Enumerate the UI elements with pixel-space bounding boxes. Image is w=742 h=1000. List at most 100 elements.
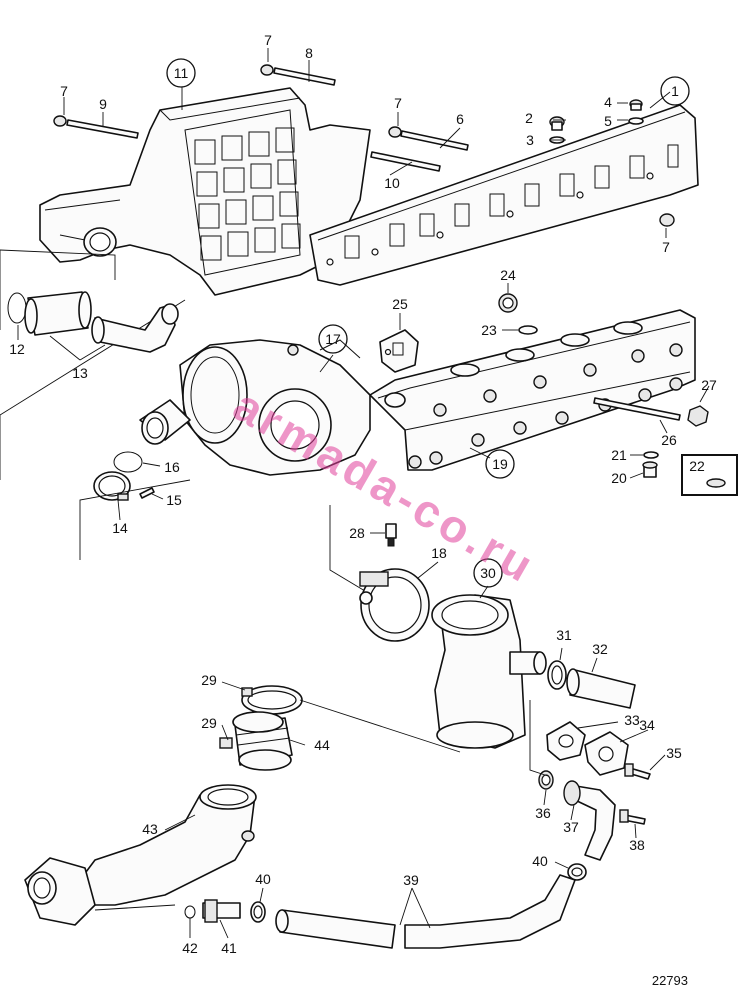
v-clamp-14	[93, 471, 131, 501]
gasket-33	[546, 721, 586, 761]
callout-35-label: 35	[666, 745, 682, 761]
turbocharger-17	[139, 339, 371, 476]
callout-42-label: 42	[182, 940, 198, 956]
flange-34	[584, 731, 629, 776]
exhaust-side-flange-1	[309, 104, 699, 286]
callout-37-label: 37	[563, 819, 579, 835]
callout-7b-label: 7	[264, 32, 272, 48]
pipe-bend-37	[563, 780, 616, 861]
sealing-ring-23	[518, 325, 538, 335]
leader-lines	[17, 48, 710, 939]
nut-7c	[388, 126, 402, 138]
callout-28-label: 28	[349, 525, 365, 541]
callout-7d-label: 7	[662, 239, 670, 255]
callout-17-label: 17	[325, 331, 341, 347]
exhaust-pipe-43	[24, 784, 257, 926]
bellows-44	[232, 711, 293, 771]
clamp-40b	[567, 863, 587, 881]
callout-41-label: 41	[221, 940, 237, 956]
plug-4	[629, 99, 643, 111]
callout-33-label: 33	[624, 712, 640, 728]
callout-29b-label: 29	[201, 715, 217, 731]
figure-number: 22793	[652, 973, 688, 988]
intake-manifold-11	[39, 87, 371, 296]
callout-4-label: 4	[604, 94, 612, 110]
exhaust-manifold-19	[369, 309, 696, 471]
callout-38-label: 38	[629, 837, 645, 853]
stud-6	[400, 130, 469, 151]
callout-21-label: 21	[611, 447, 627, 463]
circle-1	[660, 76, 690, 106]
detail-box-22	[681, 454, 738, 496]
bolt-35	[624, 763, 651, 780]
sleeve-13a	[24, 291, 92, 336]
clamp-29a	[241, 685, 303, 715]
callout-23-label: 23	[481, 322, 497, 338]
washer-21	[643, 451, 659, 459]
o-ring-42	[184, 905, 196, 919]
callout-9-label: 9	[99, 96, 107, 112]
callout-11-label: 11	[174, 65, 189, 81]
callout-10-label: 10	[384, 175, 400, 191]
nut-7d	[659, 213, 675, 227]
callout-7c-label: 7	[394, 95, 402, 111]
stud-9	[66, 119, 139, 139]
washer-5	[628, 117, 644, 125]
callout-13-label: 13	[72, 365, 88, 381]
callout-43-label: 43	[142, 821, 158, 837]
plug-2	[549, 116, 565, 131]
hose-39	[275, 874, 576, 949]
callout-22-label: 22	[689, 458, 705, 474]
callout-6-label: 6	[456, 111, 464, 127]
callout-34-label: 34	[639, 717, 655, 733]
callout-30-label: 30	[480, 565, 496, 581]
stud-8	[273, 67, 336, 86]
o-ring-36	[538, 770, 554, 790]
hose-clamp-31	[547, 660, 567, 690]
callout-25-label: 25	[392, 296, 408, 312]
sensor-28	[385, 523, 397, 547]
callout-40b-label: 40	[532, 853, 548, 869]
callout-44-label: 44	[314, 737, 330, 753]
callout-16-label: 16	[164, 459, 180, 475]
callout-12-label: 12	[9, 341, 25, 357]
hose-32	[566, 668, 636, 709]
elbow-pipe-13b	[91, 303, 179, 353]
callout-5-label: 5	[604, 113, 612, 129]
sleeve-24	[498, 293, 518, 313]
callout-18-label: 18	[431, 545, 447, 561]
callout-1-label: 1	[671, 83, 679, 99]
clamp-40a	[250, 901, 266, 923]
callout-39-label: 39	[403, 872, 419, 888]
stud-26	[593, 397, 681, 421]
bolt-15	[139, 487, 155, 499]
callout-40a-label: 40	[255, 871, 271, 887]
circle-11	[166, 58, 196, 88]
circle-17	[318, 324, 348, 354]
callout-labels: 1 2 3 4 5 6 7 7 7 7 8 9 10 11 12 13 14 1…	[9, 32, 717, 956]
callout-19-label: 19	[492, 456, 508, 472]
plug-20	[642, 461, 658, 478]
callout-20-label: 20	[611, 470, 627, 486]
callout-7a-label: 7	[60, 83, 68, 99]
callout-2-label: 2	[525, 110, 533, 126]
callout-3-label: 3	[526, 132, 534, 148]
callout-26-label: 26	[661, 432, 677, 448]
exhaust-elbow-30	[431, 594, 547, 749]
gasket-plate-25	[379, 329, 419, 373]
nut-7b	[260, 64, 274, 76]
callout-29a-label: 29	[201, 672, 217, 688]
circle-30	[473, 558, 503, 588]
callout-27-label: 27	[701, 377, 717, 393]
bolt-38	[619, 809, 646, 825]
clamp-29b	[219, 737, 233, 749]
pipe-group-bracket	[0, 249, 186, 480]
o-ring-16	[113, 451, 143, 473]
nipple-41	[202, 899, 241, 923]
o-ring-12	[7, 292, 27, 324]
callout-32-label: 32	[592, 641, 608, 657]
stud-10	[370, 151, 441, 172]
nut-7a	[53, 115, 67, 127]
callout-circles	[166, 58, 690, 588]
